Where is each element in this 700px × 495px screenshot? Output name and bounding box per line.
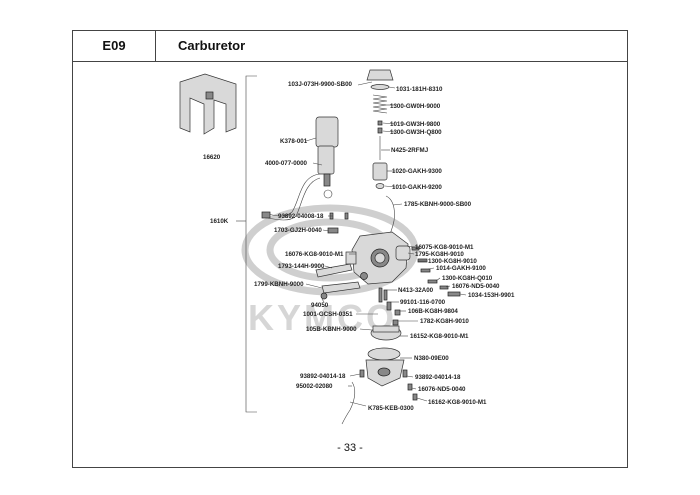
- label-16162-KG8-9010-M1: 16162-KG8-9010-M1: [428, 399, 487, 406]
- part-float: [370, 325, 402, 341]
- label-1300-GW0H-9000: 1300-GW0H-9000: [390, 103, 441, 110]
- label-K378-001: K378-001: [280, 138, 308, 145]
- label-1300-GW3H-Q800: 1300-GW3H-Q800: [390, 129, 442, 136]
- label-1300-KG8H-9010: 1300-KG8H-9010: [428, 258, 477, 265]
- label-103J-073H-9900-SB00: 103J-073H-9900-SB00: [288, 81, 353, 88]
- part-drain-hose: [341, 381, 356, 425]
- label-16076-ND5-0040-upper: 16076-ND5-0040: [452, 283, 500, 290]
- label-1010-GAKH-9200: 1010-GAKH-9200: [392, 184, 442, 191]
- assembly-bracket: [245, 75, 257, 413]
- part-carburetor-body: [345, 231, 411, 285]
- label-1031-181H-8310: 1031-181H-8310: [396, 86, 443, 93]
- part-number-labels: 16620 1610K 103J-073H-9900-SB00 1031-181…: [203, 81, 515, 412]
- label-106B-KG8H-9804: 106B-KG8H-9804: [408, 308, 458, 315]
- label-1610K: 1610K: [210, 218, 229, 225]
- label-93892-04014-18-left: 93892-04014-18: [300, 373, 346, 380]
- label-95002-02080: 95002-02080: [296, 383, 333, 390]
- label-94050: 94050: [311, 302, 329, 309]
- label-1793-144H-9900: 1793-144H-9900: [278, 263, 325, 270]
- label-99101-116-0700: 99101-116-0700: [400, 299, 446, 306]
- label-93892-04008-18: 93892-04008-18: [278, 213, 324, 220]
- label-1795-KG8H-9010: 1795-KG8H-9010: [415, 251, 464, 258]
- label-16620: 16620: [203, 154, 221, 161]
- label-16075-KG8-9010-M1: 16075-KG8-9010-M1: [415, 244, 474, 251]
- label-1014-GAKH-9100: 1014-GAKH-9100: [436, 265, 486, 272]
- label-1703-GJ2H-0040: 1703-GJ2H-0040: [274, 227, 322, 234]
- label-4000-077-0000: 4000-077-0000: [265, 160, 308, 167]
- label-105B-KBNH-9000: 105B-KBNH-9000: [306, 326, 357, 333]
- label-1020-GAKH-9300: 1020-GAKH-9300: [392, 168, 442, 175]
- label-16076-KG8-9010-M1: 16076-KG8-9010-M1: [285, 251, 344, 258]
- page-number: - 33 -: [337, 442, 363, 454]
- label-N425-2RFMJ: N425-2RFMJ: [391, 147, 429, 154]
- watermark-text: KYMCO: [248, 297, 397, 338]
- label-1799-KBNH-9000: 1799-KBNH-9000: [254, 281, 304, 288]
- part-cover-16620: [179, 73, 237, 135]
- section-header: E09 Carburetor: [73, 31, 627, 62]
- part-linkage: [315, 263, 361, 300]
- part-jets: [378, 287, 401, 326]
- section-title: Carburetor: [178, 38, 246, 53]
- page-frame: E09 Carburetor: [72, 30, 628, 468]
- part-bowl-screws: [359, 369, 418, 401]
- label-1001-GCSH-0351: 1001-GCSH-0351: [303, 311, 353, 318]
- exploded-parts-diagram: KYMCO: [179, 69, 515, 425]
- label-1019-GW3H-9800: 1019-GW3H-9800: [390, 121, 441, 128]
- part-float-bowl: [365, 347, 405, 387]
- label-16152-KG8-9010-M1: 16152-KG8-9010-M1: [410, 333, 469, 340]
- label-N413-32A00: N413-32A00: [398, 287, 434, 294]
- part-needle-stack: [366, 69, 394, 189]
- section-code: E09: [73, 31, 156, 61]
- leader-lines: [305, 81, 467, 407]
- part-adjust-screws: [411, 246, 461, 297]
- label-1034-153H-9901: 1034-153H-9901: [468, 292, 515, 299]
- label-1782-KG8H-9010: 1782-KG8H-9010: [420, 318, 469, 325]
- label-93892-04014-18-right: 93892-04014-18: [415, 374, 461, 381]
- label-N380-09E00: N380-09E00: [414, 355, 449, 362]
- part-autochoke: [261, 116, 339, 221]
- label-1785-KBNH-9000-SB00: 1785-KBNH-9000-SB00: [404, 201, 472, 208]
- label-K785-KEB-0300: K785-KEB-0300: [368, 405, 414, 412]
- label-1300-KG8H-Q010: 1300-KG8H-Q010: [442, 275, 493, 282]
- label-16076-ND5-0040-lower: 16076-ND5-0040: [418, 386, 466, 393]
